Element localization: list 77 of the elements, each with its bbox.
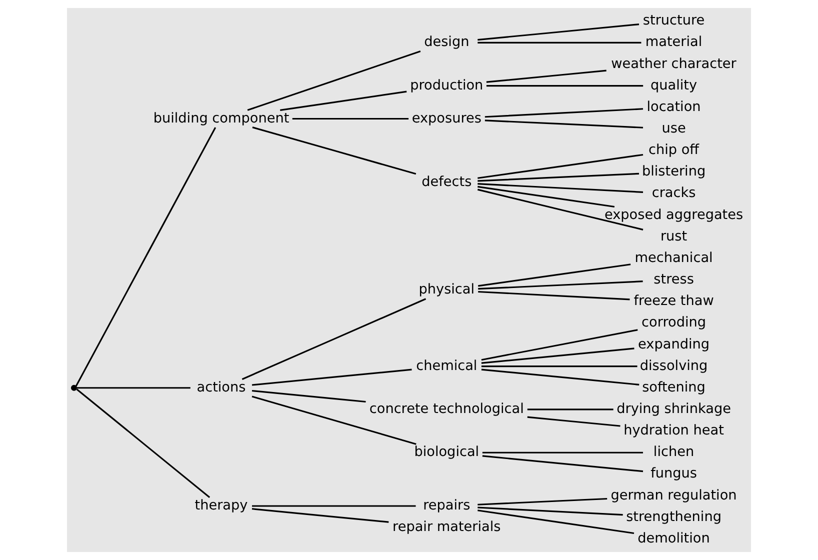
node-text: chip off: [648, 142, 700, 158]
connector: [252, 396, 416, 445]
node-text: freeze thaw: [634, 293, 714, 310]
node-text: fungus: [650, 466, 697, 482]
connector: [478, 264, 631, 287]
node-text: blistering: [642, 164, 706, 180]
node-text: exposures: [412, 110, 482, 126]
node-text: defects: [422, 174, 472, 190]
connector: [478, 172, 640, 182]
node-text: therapy: [194, 498, 248, 514]
connector: [527, 408, 614, 410]
connector: [482, 455, 644, 472]
node-text: strengthening: [626, 508, 722, 525]
connector: [280, 90, 407, 111]
node-text: exposed aggregates: [604, 206, 744, 223]
connector: [478, 498, 608, 506]
connector: [484, 120, 644, 128]
node-text: expanding: [638, 336, 710, 352]
connector: [478, 290, 630, 300]
node-text: biological: [414, 444, 480, 460]
node-text: cracks: [652, 185, 696, 202]
connector: [478, 24, 640, 41]
connector: [478, 183, 644, 193]
connector: [252, 505, 416, 507]
node-text: lichen: [653, 444, 694, 460]
node-text: stress: [654, 272, 694, 288]
node-text: building component: [153, 110, 290, 126]
node-text: dissolving: [640, 358, 708, 374]
connector: [478, 280, 643, 290]
connector: [252, 508, 389, 523]
connector: [482, 452, 643, 454]
connector: [481, 366, 638, 368]
node-text: design: [424, 34, 470, 50]
node-text: drying shrinkage: [616, 400, 731, 417]
node-text: rust: [660, 228, 688, 244]
node-text: softening: [642, 379, 706, 396]
connector: [478, 42, 642, 44]
node-text: structure: [642, 12, 705, 29]
node-text: weather character: [611, 56, 736, 72]
connector: [76, 387, 190, 389]
node-text: physical: [418, 282, 475, 298]
node-text: quality: [650, 77, 698, 94]
connector: [252, 126, 416, 175]
node-text: use: [662, 120, 686, 136]
connector: [481, 329, 638, 361]
node-text: chemical: [416, 358, 478, 374]
connector: [527, 416, 620, 427]
connector: [292, 118, 409, 120]
node-text: demolition: [638, 530, 710, 546]
connector: [76, 388, 210, 498]
connector: [486, 85, 644, 87]
node-text: concrete technological: [369, 400, 524, 417]
connector: [252, 390, 366, 403]
node-text: german regulation: [610, 487, 737, 504]
connector: [478, 506, 623, 516]
connector: [481, 348, 634, 364]
connector: [242, 298, 426, 380]
connector: [478, 186, 615, 208]
node-text: location: [646, 98, 701, 115]
node-text: corroding: [642, 314, 706, 331]
node-text: hydration heat: [624, 422, 724, 439]
connector: [477, 188, 644, 230]
node-text: repairs: [423, 498, 470, 514]
node-text: repair materials: [392, 519, 501, 536]
connector: [247, 50, 421, 111]
node-point: [70, 384, 78, 391]
node-text: mechanical: [634, 250, 713, 266]
node-text: production: [410, 77, 484, 94]
connector: [481, 368, 640, 386]
node-text: actions: [196, 379, 246, 396]
connector: [252, 368, 412, 386]
connector: [486, 70, 606, 83]
connector: [478, 510, 634, 534]
connector: [478, 154, 644, 179]
connector: [484, 108, 644, 118]
node-text: material: [645, 34, 702, 50]
connector: [75, 127, 216, 387]
